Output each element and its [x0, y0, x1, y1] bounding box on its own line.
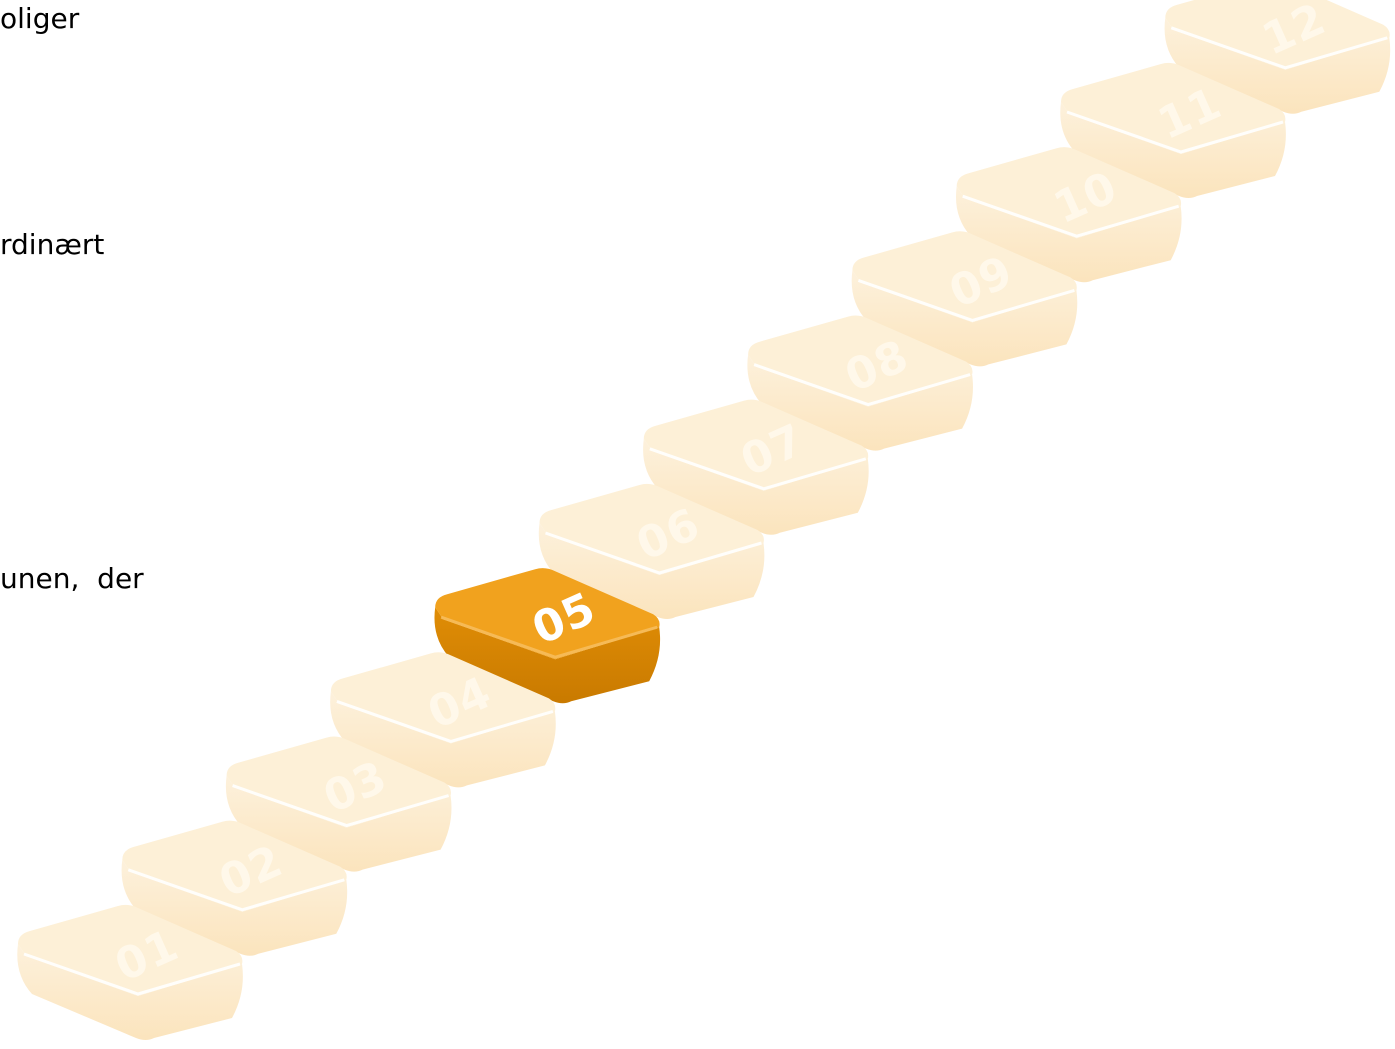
- step-08-front: [747, 354, 973, 451]
- step-10-top: [956, 147, 1182, 239]
- step-05-front: [434, 607, 661, 704]
- step-07: 07: [643, 399, 869, 535]
- step-06-edge: [545, 531, 762, 575]
- step-04-edge: [336, 699, 554, 743]
- step-12: 12: [1164, 0, 1391, 114]
- step-06-front: [538, 523, 765, 619]
- step-07-top: [643, 399, 869, 491]
- step-02-edge: [127, 868, 345, 912]
- step-04: 04: [330, 652, 556, 788]
- step-02-front: [121, 859, 348, 956]
- text-fragment-3: unen, der: [0, 562, 144, 595]
- step-03-front: [225, 775, 452, 872]
- step-03: 03: [225, 736, 452, 872]
- step-06-top: [539, 483, 764, 575]
- step-09-front: [851, 270, 1078, 367]
- step-12-front: [1164, 17, 1391, 114]
- step-03-top: [226, 736, 451, 828]
- step-03-edge: [232, 784, 450, 828]
- step-11-top: [1061, 62, 1286, 154]
- step-11-edge: [1066, 110, 1284, 154]
- step-05: 05: [434, 568, 661, 704]
- step-07-front: [643, 438, 869, 535]
- text-fragment-1: oliger: [0, 2, 80, 35]
- step-12-edge: [1170, 26, 1388, 70]
- step-02: 02: [121, 820, 348, 956]
- step-10-edge: [962, 194, 1180, 238]
- step-09: 09: [851, 231, 1078, 367]
- step-05-edge: [440, 615, 658, 659]
- text-fragment-2: rdinært: [0, 228, 105, 261]
- step-09-top: [852, 231, 1077, 323]
- step-10: 10: [955, 147, 1182, 283]
- step-11-front: [1060, 102, 1286, 198]
- step-04-front: [330, 691, 556, 788]
- step-01-top: [18, 904, 243, 996]
- step-01: 01: [17, 904, 243, 1040]
- step-01-front: [17, 944, 243, 1040]
- step-06: 06: [538, 483, 765, 619]
- step-04-top: [330, 652, 556, 744]
- step-07-edge: [649, 447, 867, 491]
- step-05-top: [435, 568, 660, 660]
- step-01-edge: [23, 952, 241, 996]
- step-08-top: [748, 315, 973, 407]
- step-10-front: [955, 186, 1182, 283]
- step-08-edge: [753, 363, 971, 407]
- step-02-top: [122, 820, 347, 912]
- step-11: 11: [1060, 62, 1286, 198]
- step-09-edge: [857, 278, 1075, 322]
- step-08: 08: [747, 315, 973, 451]
